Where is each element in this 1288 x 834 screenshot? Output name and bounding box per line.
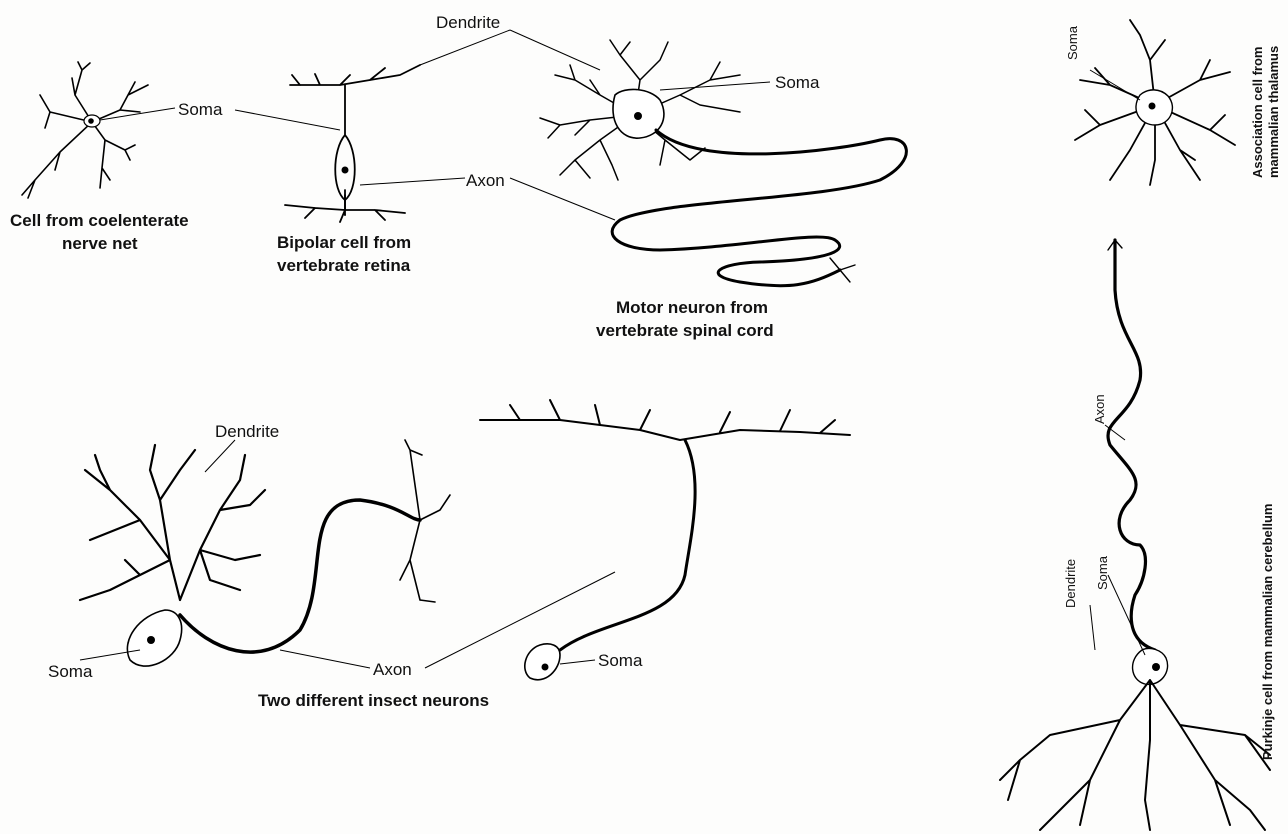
coelenterate-cell [22,62,148,198]
insect-left-nucleus [147,636,155,644]
label-purkinje-dendrite: Dendrite [1063,559,1078,608]
caption-association-line1: Association cell from [1250,47,1265,178]
leader-lines [80,30,1145,668]
bipolar-nucleus [342,167,349,174]
insect-neuron-left [80,440,450,666]
label-assoc-soma: Soma [1065,25,1080,60]
coelenterate-nucleus [88,118,94,124]
label-purkinje-axon: Axon [1092,394,1107,424]
leader-bipolar-soma [235,110,340,130]
purkinje-cell [1000,240,1270,830]
label-insect-left-soma: Soma [48,662,93,681]
caption-purkinje: Purkinje cell from mammalian cerebellum [1260,504,1275,761]
leader-insect-left-axon [280,650,370,668]
leader-motor-axon [510,178,615,220]
leader-bipolar-axon [360,178,465,185]
caption-association-line2: mammalian thalamus [1266,46,1281,178]
motor-nucleus [634,112,642,120]
label-insect-axon: Axon [373,660,412,679]
insect-right-nucleus [542,664,549,671]
label-insect-right-soma: Soma [598,651,643,670]
bipolar-cell [285,65,420,222]
caption-bipolar-line1: Bipolar cell from [277,233,411,252]
insect-neuron-right [480,400,850,680]
label-insect-dendrite: Dendrite [215,422,279,441]
association-cell [1075,20,1235,185]
leader-insect-dendrite [205,440,235,472]
leader-insect-right-soma [560,660,595,664]
label-coel-soma: Soma [178,100,223,119]
label-dendrite-top: Dendrite [436,13,500,32]
caption-insect: Two different insect neurons [258,691,489,710]
leader-insect-right-axon [425,572,615,668]
leader-motor-soma [660,82,770,90]
leader-purkinje-dendrite [1090,605,1095,650]
label-axon-top: Axon [466,171,505,190]
leader-assoc-soma [1090,70,1140,100]
motor-neuron [540,40,906,286]
purkinje-nucleus [1152,663,1160,671]
label-motor-soma: Soma [775,73,820,92]
caption-bipolar-line2: vertebrate retina [277,256,411,275]
caption-motor-line1: Motor neuron from [616,298,768,317]
leader-motor-dendrite [510,30,600,70]
association-nucleus [1149,103,1156,110]
caption-coelenterate-line1: Cell from coelenterate [10,211,189,230]
leader-bipolar-dendrite [420,30,510,65]
caption-motor-line2: vertebrate spinal cord [596,321,774,340]
label-purkinje-soma: Soma [1095,555,1110,590]
caption-coelenterate-line2: nerve net [62,234,138,253]
